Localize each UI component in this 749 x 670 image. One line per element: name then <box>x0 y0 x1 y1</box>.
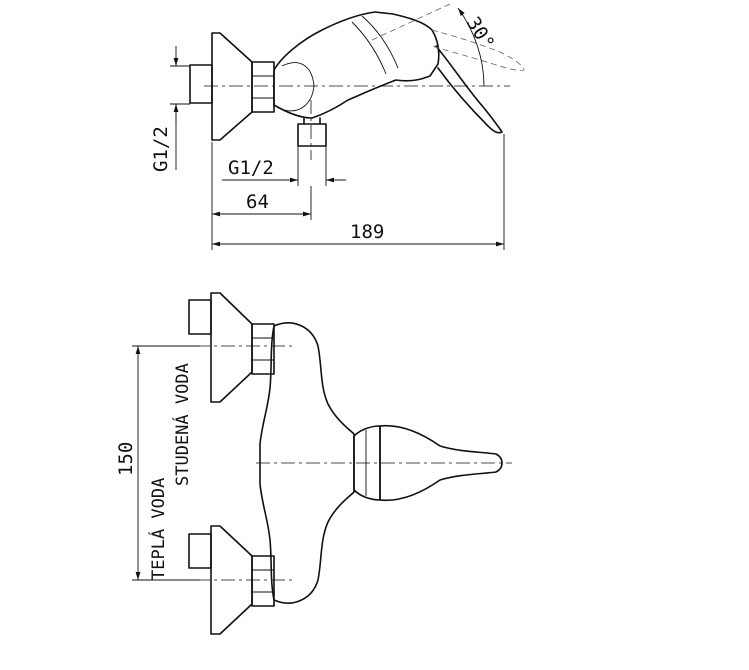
side-view: 30° G1/2 G1/2 64 189 <box>150 3 525 250</box>
body-arc <box>281 62 315 112</box>
lever-front <box>379 424 503 502</box>
wall-flange <box>211 32 253 141</box>
cold-water-label: STUDENÁ VODA <box>171 363 193 486</box>
angle-arc <box>457 7 485 87</box>
thread-outlet-dimension: G1/2 <box>228 157 274 179</box>
cold-inlet-nut <box>251 323 275 375</box>
thread-wall-dimension: G1/2 <box>150 126 172 172</box>
hot-inlet-stub <box>188 533 212 569</box>
angle-label: 30° <box>462 13 499 54</box>
hex-nut <box>251 61 275 113</box>
mixer-body-front <box>259 322 355 604</box>
mixer-body <box>273 11 440 119</box>
depth-inlet-dimension: 64 <box>246 191 269 213</box>
hot-water-label: TEPLÁ VODA <box>147 478 169 580</box>
cold-inlet-stub <box>188 299 212 335</box>
lever-raised-position <box>431 29 525 71</box>
total-depth-dimension: 189 <box>350 221 384 243</box>
inlet-thread-stub <box>189 64 213 104</box>
lever <box>435 45 503 134</box>
cold-inlet-flange <box>210 292 253 403</box>
top-view: 150 STUDENÁ VODA TEPLÁ VODA <box>115 292 512 635</box>
outlet-stub <box>297 123 327 147</box>
spacing-dimension: 150 <box>115 442 137 476</box>
hot-inlet-nut <box>251 555 275 607</box>
